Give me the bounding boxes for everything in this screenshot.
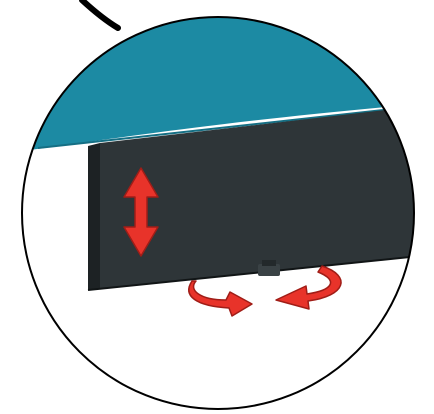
panel-front: [100, 106, 414, 289]
pivot-nut-top: [262, 260, 276, 266]
panel-bottom-edge: [87, 255, 414, 291]
lid-underside-edge: [37, 105, 414, 149]
rotate-arrow-right: [275, 265, 342, 310]
pivot-nut: [258, 264, 280, 276]
magnified-view: [22, 17, 414, 317]
panel-side: [88, 143, 100, 290]
rotate-arrow-left: [188, 280, 253, 317]
rotate-arrows-icon: [188, 265, 342, 317]
magnifier-circle: [21, 16, 415, 410]
up-down-arrow-icon: [123, 167, 159, 257]
cable: [79, 0, 121, 31]
